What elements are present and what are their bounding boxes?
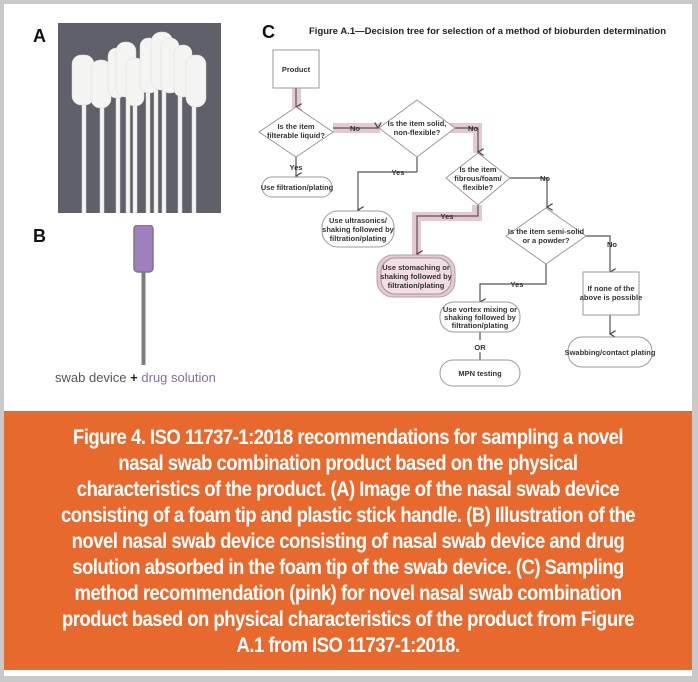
edge-label-no-3: No — [540, 174, 550, 183]
svg-text:Use ultrasonics/: Use ultrasonics/ — [329, 216, 388, 225]
node-use-stomaching-recommended: Use stomaching or shaking followed by fi… — [376, 254, 456, 298]
svg-text:filtration/plating: filtration/plating — [388, 281, 445, 290]
plus-sign: + — [130, 370, 138, 385]
svg-text:Is the item solid,: Is the item solid, — [388, 119, 447, 128]
svg-text:Swabbing/contact plating: Swabbing/contact plating — [565, 348, 656, 357]
svg-text:Use stomaching or: Use stomaching or — [382, 263, 450, 272]
panel-c-label: C — [262, 22, 275, 42]
svg-text:fibrous/foam/: fibrous/foam/ — [454, 174, 502, 183]
svg-text:If none of the: If none of the — [587, 284, 634, 293]
swab-stick — [141, 272, 146, 365]
node-swabbing: Swabbing/contact plating — [565, 336, 656, 368]
edge-label-yes-2: Yes — [392, 168, 405, 177]
svg-text:Use filtration/plating: Use filtration/plating — [261, 183, 334, 192]
node-use-filtration: Use filtration/plating — [261, 176, 334, 198]
figure-caption-band: Figure 4. ISO 11737-1:2018 recommendatio… — [4, 411, 692, 670]
svg-text:filterable liquid?: filterable liquid? — [267, 131, 325, 140]
swab-device-label: swab device — [55, 370, 127, 385]
edge-label-yes-4: Yes — [511, 280, 524, 289]
svg-text:shaking followed by: shaking followed by — [322, 225, 395, 234]
node-fibrous-foam: Is the item fibrous/foam/ flexible? — [445, 152, 511, 206]
svg-text:Product: Product — [282, 65, 311, 74]
node-none-possible: If none of the above is possible — [580, 271, 643, 316]
decision-tree-title: Figure A.1—Decision tree for selection o… — [309, 26, 666, 37]
svg-text:Is the item semi-solid: Is the item semi-solid — [508, 227, 585, 236]
panel-b-caption: swab device + drug solution — [55, 370, 216, 385]
edge-label-or: OR — [474, 343, 486, 352]
panel-a-label: A — [33, 26, 46, 46]
node-solid-nonflexible: Is the item solid, non-flexible? — [378, 99, 456, 158]
svg-text:Is the item: Is the item — [277, 122, 314, 131]
node-use-ultrasonics: Use ultrasonics/ shaking followed by fil… — [321, 210, 395, 248]
edge-labels: No No Yes Yes No Yes No Yes OR — [290, 124, 618, 352]
svg-text:flexible?: flexible? — [463, 183, 494, 192]
svg-text:non-flexible?: non-flexible? — [394, 128, 441, 137]
node-use-vortex: Use vortex mixing or shaking followed by… — [439, 301, 521, 333]
panel-b-label: B — [33, 226, 46, 246]
svg-text:MPN testing: MPN testing — [458, 369, 502, 378]
svg-text:or a powder?: or a powder? — [522, 236, 570, 245]
figure-caption: Figure 4. ISO 11737-1:2018 recommendatio… — [60, 424, 636, 657]
node-mpn-testing: MPN testing — [439, 359, 521, 387]
svg-text:filtration/plating: filtration/plating — [330, 234, 387, 243]
decision-tree: No No Yes Yes No Yes No Yes OR Product I… — [258, 49, 656, 387]
node-semisolid-powder: Is the item semi-solid or a powder? — [505, 207, 587, 265]
edge-label-no-2: No — [468, 124, 478, 133]
svg-text:Is the item: Is the item — [459, 165, 496, 174]
edge-label-yes-1: Yes — [290, 163, 303, 172]
node-product: Product — [272, 49, 320, 89]
edge-label-yes-3: Yes — [441, 212, 454, 221]
swab-photo — [58, 23, 221, 213]
svg-text:Use vortex mixing or: Use vortex mixing or — [443, 305, 517, 314]
svg-text:filtration/plating: filtration/plating — [452, 321, 509, 330]
svg-text:above is possible: above is possible — [580, 293, 643, 302]
node-filterable-liquid: Is the item filterable liquid? — [258, 106, 334, 158]
svg-text:shaking followed by: shaking followed by — [444, 313, 517, 322]
drug-solution-label: drug solution — [141, 370, 216, 385]
swab-illustration — [133, 225, 154, 365]
svg-text:shaking followed by: shaking followed by — [380, 272, 453, 281]
edge-label-no-4: No — [607, 240, 617, 249]
edge-label-no-1: No — [350, 124, 360, 133]
swab-photo-illustration — [58, 23, 221, 213]
